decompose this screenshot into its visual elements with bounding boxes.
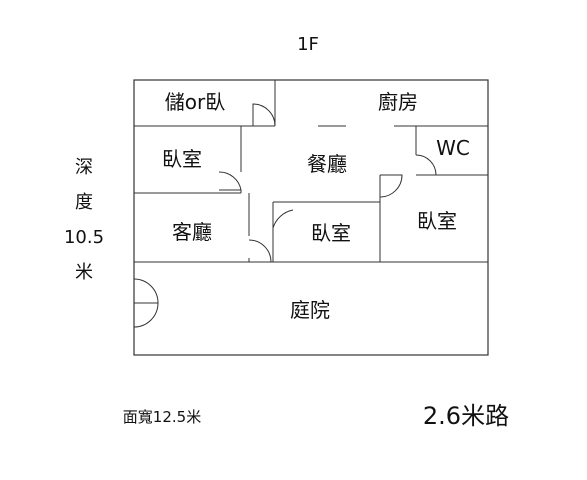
room-label-bedroom-right: 臥室	[417, 209, 457, 233]
room-label-dining: 餐廳	[307, 152, 347, 176]
door-swings	[133, 103, 437, 328]
floor-title: 1F	[297, 34, 319, 55]
room-label-storage-or-bedroom: 儲or臥	[165, 90, 225, 114]
room-label-bedroom-middle: 臥室	[311, 221, 351, 245]
room-label-wc: WC	[436, 136, 470, 160]
depth-label-line-4: 米	[75, 262, 93, 283]
road-label: 2.6米路	[423, 402, 509, 430]
depth-label-line-1: 深	[75, 157, 93, 178]
outer-wall	[133, 79, 489, 356]
depth-label-line-2: 度	[75, 192, 93, 213]
width-label: 面寬12.5米	[123, 408, 201, 426]
room-label-living: 客廳	[172, 220, 212, 244]
room-label-courtyard: 庭院	[290, 298, 330, 322]
room-label-bedroom-left: 臥室	[162, 147, 202, 171]
room-label-kitchen: 廚房	[378, 90, 418, 114]
depth-label-line-3: 10.5	[64, 227, 104, 248]
